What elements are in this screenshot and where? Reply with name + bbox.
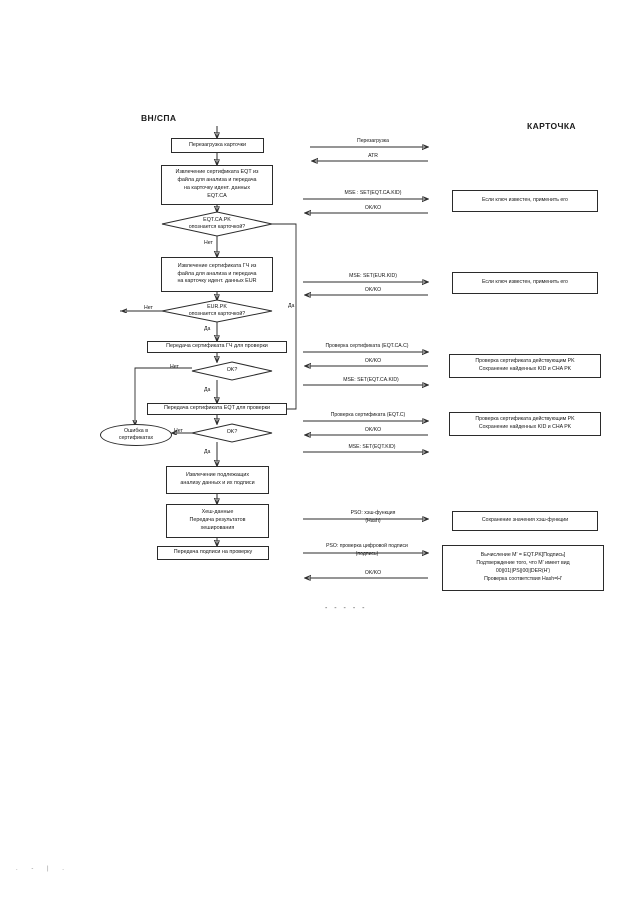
- message-verify-cert-eqt-c: Проверка сертификата (EQT.C): [330, 412, 406, 418]
- message-ok-ko-1: OK/KO: [364, 205, 382, 211]
- node-send-signature[interactable]: Передача подписи на проверку: [157, 546, 269, 560]
- node-send-eqt-cert-label: Передача сертификата EQT для проверки: [163, 405, 271, 412]
- node-hash-data-line3: хеширования: [200, 524, 235, 531]
- message-pso-verify-signature-line2: (подпись): [355, 550, 379, 557]
- message-mse-set-eqt-ca-kid: MSE : SET(EQT.CA.KID): [344, 190, 402, 196]
- node-send-gch-cert[interactable]: Передача сертификата ГЧ для проверки: [147, 341, 287, 353]
- message-ok-ko-2: OK/KO: [364, 287, 382, 293]
- card-note-verify-cert-2[interactable]: Проверка сертификата действующим PK Сохр…: [449, 412, 601, 436]
- node-extract-data[interactable]: Извлечение подлежащих анализу данных и и…: [166, 466, 269, 494]
- card-note-key-known-2[interactable]: Если ключ известен, применить его: [452, 272, 598, 294]
- node-send-eqt-cert[interactable]: Передача сертификата EQT для проверки: [147, 403, 287, 415]
- message-pso-hash-line1: PSO: хэш-функция: [350, 510, 396, 516]
- lane-title-left: ВН/СПА: [141, 113, 177, 123]
- node-send-gch-cert-label: Передача сертификата ГЧ для проверки: [166, 343, 268, 350]
- card-note-verify-signature-line2: Подтверждение того, что M' имеет вид: [476, 560, 570, 567]
- node-extract-data-line1: Извлечение подлежащих: [185, 472, 250, 479]
- branch-label-no-4: Нет: [174, 428, 183, 434]
- message-ok-ko-5: OK/KO: [364, 570, 382, 576]
- branch-label-yes-3: Да: [204, 449, 211, 455]
- node-extract-eqt-line1: Извлечение сертификата EQT из: [175, 169, 259, 176]
- decision-ok-1[interactable]: OK?: [191, 361, 273, 381]
- message-ok-ko-4: OK/KO: [364, 427, 382, 433]
- decision-eqt-ca-pk[interactable]: EQT.CA.PK опознается карточкой?: [161, 211, 273, 237]
- branch-label-yes-1: Да: [204, 326, 211, 332]
- message-pso-hash: PSO: хэш-функция (Hash): [318, 510, 428, 525]
- branch-label-no-3: Нет: [170, 364, 179, 370]
- node-extract-eqt-line4: EQT.CA: [207, 192, 227, 199]
- node-extract-eur[interactable]: Извлечение сертификата ГЧ из файла для а…: [161, 257, 273, 292]
- branch-label-no-1: Нет: [204, 240, 213, 246]
- card-note-verify-cert-1-line2: Сохранение найденных KID и CHA PK: [478, 366, 572, 372]
- message-pso-verify-signature: PSO: проверка цифровой подписи (подпись): [302, 543, 432, 558]
- card-note-verify-signature[interactable]: Вычисление M' = EQT.PK[Подпись] Подтверж…: [442, 545, 604, 591]
- node-extract-eqt-line2: файла для анализа и передача: [177, 177, 257, 184]
- terminator-certificate-error[interactable]: Ошибка в сертификатах: [100, 424, 172, 446]
- card-note-verify-signature-line4: Проверка соответствия Hash=H': [484, 575, 562, 582]
- node-reset-card[interactable]: Перезагрузка карточки: [171, 138, 264, 153]
- lane-title-right: КАРТОЧКА: [527, 121, 576, 131]
- node-extract-data-line2: анализу данных и их подписи: [180, 480, 255, 486]
- message-pso-hash-line2: (Hash): [365, 517, 381, 524]
- card-note-key-known-1-line1: Если ключ известен, применить его: [482, 197, 568, 204]
- message-reset: Перезагрузка: [357, 138, 389, 144]
- node-extract-eqt[interactable]: Извлечение сертификата EQT из файла для …: [161, 165, 273, 205]
- message-verify-cert-eqt-ca-c: Проверка сертификата (EQT.CA.C): [325, 343, 409, 349]
- card-note-verify-cert-2-line2: Сохранение найденных KID и CHA PK: [478, 424, 572, 430]
- node-extract-eur-line2: файла для анализа и передача: [177, 270, 257, 277]
- bottom-dashed-separator: - - - - -: [325, 605, 367, 612]
- decision-eur-pk[interactable]: EUR.PK опознается карточкой?: [161, 299, 273, 323]
- scan-artifact: . - | .: [16, 866, 70, 872]
- card-note-verify-signature-line3: 00||01||PS||00||DER(H'): [495, 568, 551, 574]
- node-extract-eur-line3: на карточку идент. данных EUR: [177, 278, 257, 285]
- branch-label-yes-2: Да: [204, 387, 211, 393]
- node-send-signature-label: Передача подписи на проверку: [173, 549, 253, 556]
- branch-label-yes-bypass: Да: [288, 303, 295, 309]
- card-note-store-hash[interactable]: Сохранение значения хэш-функции: [452, 511, 598, 531]
- node-extract-eqt-line3: на карточку идент. данных: [183, 185, 251, 191]
- card-note-verify-cert-2-line1: Проверка сертификата действующим PK: [475, 416, 575, 423]
- node-reset-card-label: Перезагрузка карточки: [188, 141, 247, 148]
- node-hash-data-line1: Хеш-данные: [201, 509, 234, 516]
- decision-ok-2[interactable]: OK?: [191, 423, 273, 443]
- message-mse-set-eqt-kid: MSE: SET(EQT.KID): [348, 444, 396, 450]
- card-note-key-known-1[interactable]: Если ключ известен, применить его: [452, 190, 598, 212]
- message-mse-set-eur-kid: MSE: SET(EUR.KID): [349, 273, 397, 279]
- message-ok-ko-3: OK/KO: [364, 358, 382, 364]
- card-note-store-hash-line1: Сохранение значения хэш-функции: [481, 517, 569, 524]
- message-pso-verify-signature-line1: PSO: проверка цифровой подписи: [326, 543, 408, 549]
- card-note-verify-signature-line1: Вычисление M' = EQT.PK[Подпись]: [480, 552, 566, 559]
- node-hash-data-line2: Передача результатов: [189, 517, 246, 524]
- branch-label-no-2: Нет: [144, 305, 153, 311]
- card-note-verify-cert-1-line1: Проверка сертификата действующим PK: [475, 358, 575, 365]
- terminator-certificate-error-line1: Ошибка в: [123, 427, 149, 434]
- card-note-verify-cert-1[interactable]: Проверка сертификата действующим PK Сохр…: [449, 354, 601, 378]
- node-extract-eur-line1: Извлечение сертификата ГЧ из: [177, 262, 257, 269]
- card-note-key-known-2-line1: Если ключ известен, применить его: [482, 279, 568, 286]
- message-atr: ATR: [368, 153, 378, 159]
- terminator-certificate-error-line2: сертификатах: [118, 435, 154, 441]
- message-mse-set-eqt-ca-kid-2: MSE: SET(EQT.CA.KID): [343, 377, 399, 383]
- node-hash-data[interactable]: Хеш-данные Передача результатов хеширова…: [166, 504, 269, 538]
